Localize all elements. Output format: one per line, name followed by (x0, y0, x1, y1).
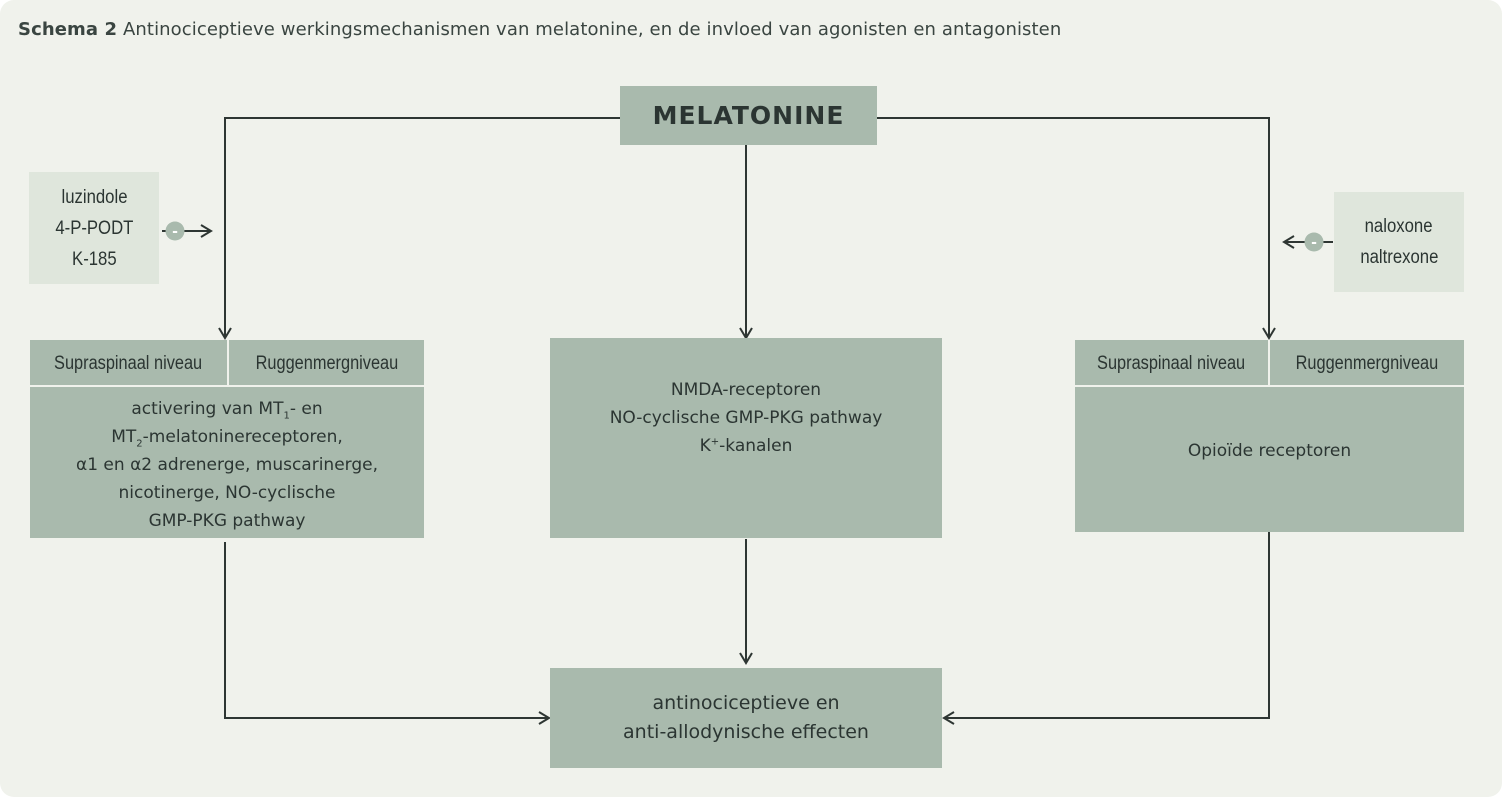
connector-melatonine-to-right (877, 117, 1276, 340)
antagonist-k-185: K-185 (71, 248, 117, 270)
antagonist-naloxone: naloxone (1365, 216, 1433, 237)
caption-label: Schema 2 (18, 19, 118, 40)
right-line-1: Opioïde receptoren (1187, 441, 1352, 461)
right-mechanism-box: Supraspinaal niveau Ruggenmergniveau Opi… (1075, 340, 1464, 532)
connector-melatonine-to-left (218, 117, 620, 340)
effects-line-2: anti-allodynische effecten (623, 721, 869, 743)
right-header-divider (1268, 340, 1270, 387)
left-line-1: activering van MT1- en (131, 399, 323, 422)
left-header-divider (227, 340, 229, 387)
inhibitor-symbol-right: - (1311, 235, 1317, 251)
right-header-rule (1075, 385, 1464, 387)
inhibitor-icon-right: - (1304, 232, 1324, 252)
middle-line-1: NMDA-receptoren (670, 380, 822, 400)
antagonist-luzindole: luzindole (61, 186, 127, 208)
effects-box: antinociceptieve en anti-allodynische ef… (550, 668, 942, 768)
antagonist-4-p-podt: 4-P-PODT (54, 217, 134, 239)
left-line-2: MT2-melatoninereceptoren, (111, 427, 343, 450)
right-header-spinal: Ruggenmergniveau (1295, 352, 1439, 374)
left-line-5: GMP-PKG pathway (148, 511, 306, 531)
left-line-3: α1 en α2 adrenerge, muscarinerge, (76, 455, 378, 475)
effects-line-1: antinociceptieve en (652, 692, 840, 714)
middle-line-3: K+-kanalen (699, 436, 793, 456)
left-mechanism-box: Supraspinaal niveau Ruggenmergniveau act… (30, 340, 424, 538)
left-header-rule (30, 385, 424, 387)
right-header-supraspinal: Supraspinaal niveau (1097, 352, 1246, 374)
diagram-caption: Schema 2 Antinociceptieve werkingsmechan… (18, 19, 1061, 40)
middle-mechanism-box: NMDA-receptoren NO-cyclische GMP-PKG pat… (550, 338, 942, 538)
connector-right-to-effects (942, 532, 1270, 725)
left-antagonists-box: luzindole 4-P-PODT K-185 (29, 172, 159, 284)
middle-line-2: NO-cyclische GMP-PKG pathway (609, 408, 883, 428)
antagonist-naltrexone: naltrexone (1359, 247, 1439, 268)
left-header-spinal: Ruggenmergniveau (255, 352, 398, 374)
melatonine-box: MELATONINE (620, 86, 877, 145)
right-antagonists-box: naloxone naltrexone (1334, 192, 1464, 292)
inhibitor-icon-left: - (165, 221, 185, 241)
connector-left-to-effects (224, 542, 551, 725)
melatonine-label: MELATONINE (652, 101, 845, 130)
left-mechanism-text: activering van MT1- en MT2-melatoninerec… (30, 395, 424, 535)
inhibitor-symbol-left: - (172, 224, 178, 240)
left-header-supraspinal: Supraspinaal niveau (54, 352, 203, 374)
right-mechanism-text: Opioïde receptoren (1075, 437, 1464, 465)
left-line-4: nicotinerge, NO-cyclische (118, 483, 336, 503)
caption-text: Antinociceptieve werkingsmechanismen van… (122, 19, 1062, 40)
